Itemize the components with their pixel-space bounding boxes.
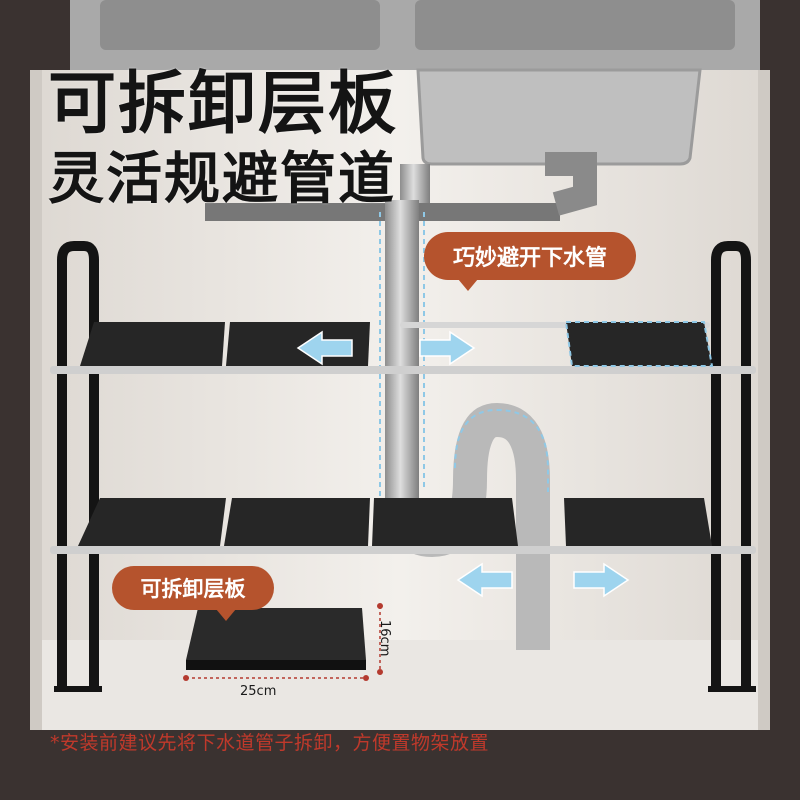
headline-line-2: 灵活规避管道 xyxy=(48,147,396,212)
arrow-left-icon xyxy=(456,562,513,598)
rack-right-frame xyxy=(711,241,751,690)
vertical-drain-pipe xyxy=(385,200,419,505)
upper-pipe xyxy=(545,152,597,216)
arrow-right-icon xyxy=(573,562,630,598)
lower-rail-front xyxy=(50,546,756,554)
height-label: 16cm xyxy=(377,620,392,657)
callout-detachable: 可拆卸层板 xyxy=(112,566,274,621)
arrow-left-icon xyxy=(296,330,353,366)
upper-rail-front xyxy=(50,366,756,374)
arrow-icons xyxy=(296,330,630,598)
lower-panel-3 xyxy=(372,498,518,546)
cabinet-floor xyxy=(30,640,770,730)
sink-basin xyxy=(416,68,702,166)
arrow-right-icon xyxy=(419,330,476,366)
lower-panel-1 xyxy=(78,498,226,546)
upper-panel-3 xyxy=(564,321,714,367)
lower-panel-4 xyxy=(564,498,712,546)
width-label: 25cm xyxy=(240,684,277,699)
callout-pipe-avoid: 巧妙避开下水管 xyxy=(424,232,636,291)
install-footnote: *安装前建议先将下水道管子拆卸，方便置物架放置 xyxy=(50,732,490,754)
lower-panel-2 xyxy=(224,498,370,546)
upper-panel-1 xyxy=(80,322,225,366)
rack-left-frame xyxy=(57,241,99,690)
headline-line-1: 可拆卸层板 xyxy=(48,65,399,144)
detached-panel xyxy=(186,608,366,660)
